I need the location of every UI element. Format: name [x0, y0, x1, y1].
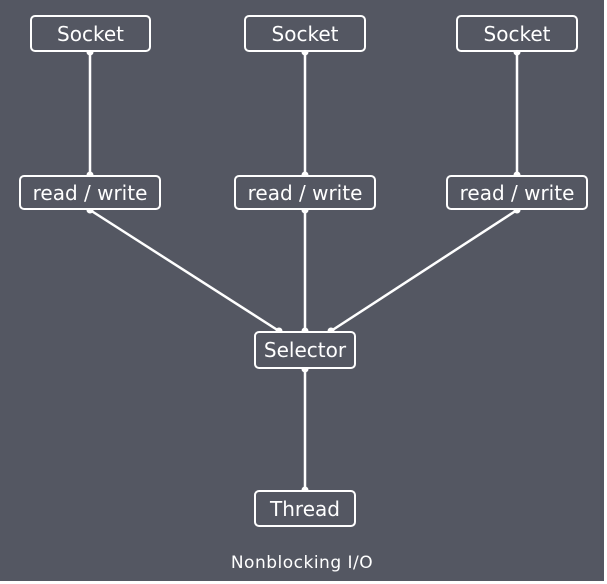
diagram-caption: Nonblocking I/O [230, 553, 374, 573]
read-write-node-2: read / write [234, 175, 376, 210]
read-write-3-to-selector-line [330, 208, 518, 333]
selector-node: Selector [254, 331, 356, 369]
thread-node: Thread [254, 490, 356, 527]
socket-node-2: Socket [244, 15, 366, 52]
socket-node-2-label: Socket [271, 21, 339, 46]
read-write-node-2-label: read / write [247, 180, 363, 205]
read-write-node-3-label: read / write [459, 180, 575, 205]
read-write-node-1-label: read / write [32, 180, 148, 205]
thread-node-label: Thread [270, 496, 340, 521]
socket-node-1-label: Socket [57, 21, 124, 46]
socket-node-3-label: Socket [483, 21, 551, 46]
socket-node-1: Socket [30, 15, 151, 52]
selector-node-label: Selector [263, 338, 347, 362]
read-write-node-1: read / write [19, 175, 161, 210]
read-write-node-3: read / write [446, 175, 588, 210]
socket-node-3: Socket [456, 15, 578, 52]
read-write-1-to-selector-line [89, 208, 280, 333]
